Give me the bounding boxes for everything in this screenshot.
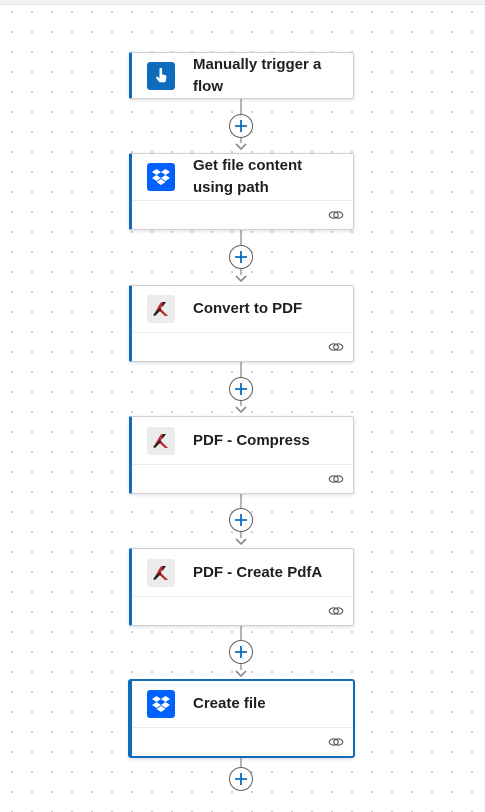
- plus-icon: [235, 773, 247, 785]
- insert-step-button[interactable]: [229, 377, 253, 401]
- flow-step-pdf-create-pdfa[interactable]: PDF - Create PdfA: [129, 548, 354, 626]
- arrow-down-icon: [235, 275, 247, 283]
- plus-icon: [235, 120, 247, 132]
- step-footer: [132, 332, 353, 361]
- step-title: PDF - Compress: [193, 431, 310, 449]
- pdf-converter-icon: [147, 426, 175, 455]
- step-title: PDF - Create PdfA: [193, 563, 323, 581]
- step-title: Manually trigger a flow: [193, 55, 322, 95]
- step-footer: [132, 464, 353, 493]
- flow-step-get-file-content[interactable]: Get file content using path: [129, 153, 354, 230]
- pdf-converter-icon: [147, 558, 175, 587]
- add-new-step-button[interactable]: [229, 767, 253, 791]
- pdf-converter-icon: [147, 295, 175, 323]
- plus-icon: [235, 383, 247, 395]
- step-footer: [132, 596, 353, 625]
- dropbox-icon: [147, 690, 175, 718]
- step-footer: [132, 727, 353, 756]
- insert-step-button[interactable]: [229, 640, 253, 664]
- connection-link-icon[interactable]: [328, 735, 344, 749]
- connection-link-icon[interactable]: [328, 604, 344, 618]
- connection-link-icon[interactable]: [328, 340, 344, 354]
- arrow-down-icon: [235, 670, 247, 678]
- flow-step-trigger[interactable]: Manually trigger a flow: [129, 52, 354, 99]
- connection-link-icon[interactable]: [328, 208, 344, 222]
- connector-line: [240, 757, 242, 767]
- insert-step-button[interactable]: [229, 508, 253, 532]
- step-footer: [132, 200, 353, 229]
- flow-step-convert-to-pdf[interactable]: Convert to PDF: [129, 285, 354, 362]
- plus-icon: [235, 514, 247, 526]
- canvas-top-edge: [0, 0, 485, 5]
- dropbox-icon: [147, 163, 175, 191]
- arrow-down-icon: [235, 406, 247, 414]
- arrow-down-icon: [235, 143, 247, 151]
- connection-link-icon[interactable]: [328, 472, 344, 486]
- insert-step-button[interactable]: [229, 245, 253, 269]
- flow-step-create-file[interactable]: Create file: [129, 680, 354, 757]
- plus-icon: [235, 251, 247, 263]
- step-title: Create file: [193, 695, 266, 712]
- step-title: Get file content using path: [193, 157, 303, 196]
- insert-step-button[interactable]: [229, 114, 253, 138]
- flow-step-pdf-compress[interactable]: PDF - Compress: [129, 416, 354, 494]
- hand-tap-icon: [147, 61, 175, 90]
- step-title: Convert to PDF: [193, 300, 303, 317]
- arrow-down-icon: [235, 538, 247, 546]
- plus-icon: [235, 646, 247, 658]
